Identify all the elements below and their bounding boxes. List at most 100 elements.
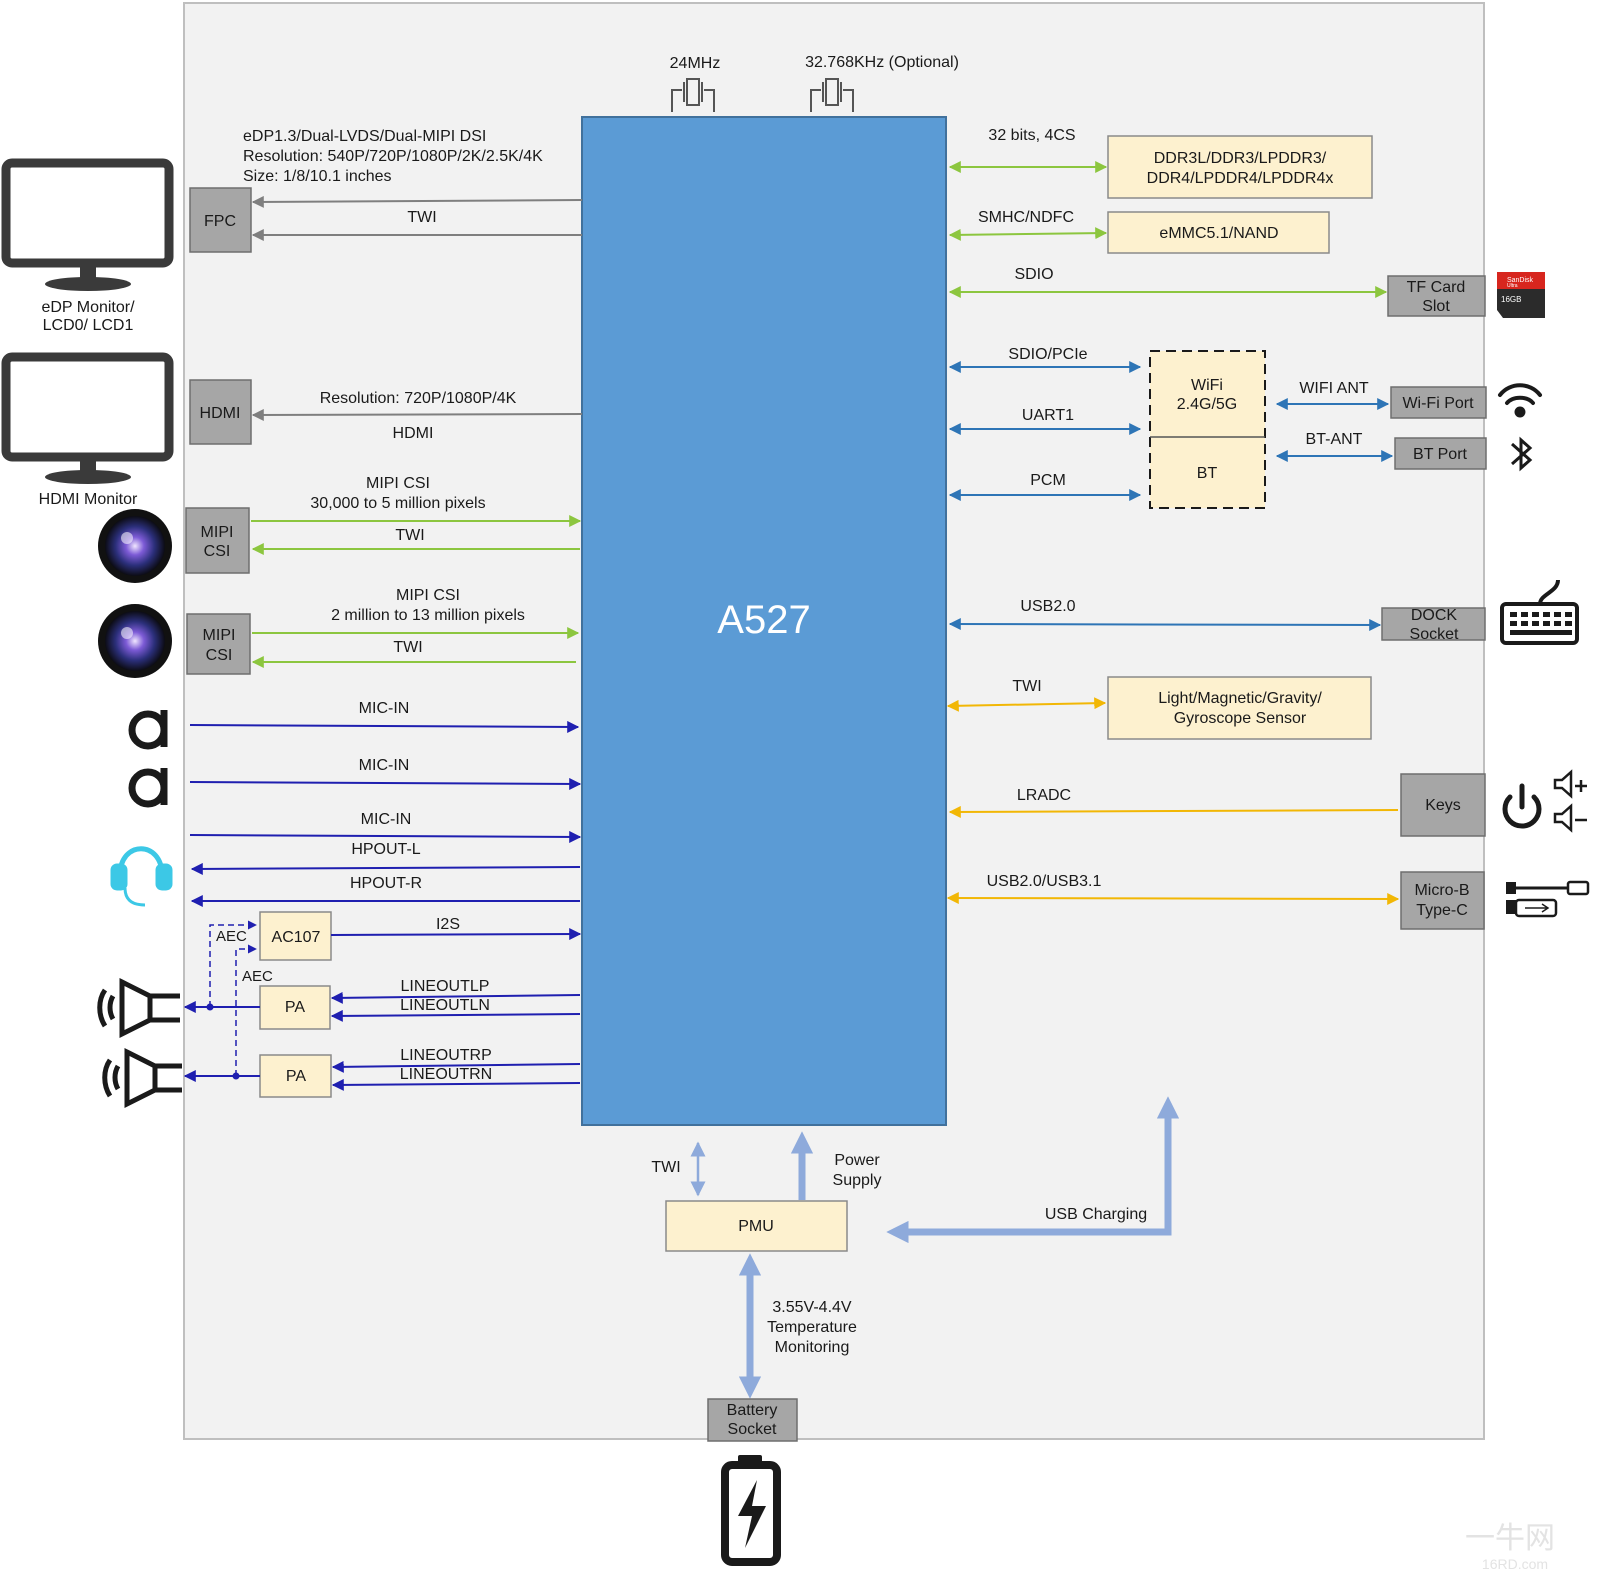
csi2-pixels: 2 million to 13 million pixels: [331, 607, 525, 624]
ddr-label-2: DDR4/LPDDR4/LPDDR4x: [1147, 170, 1334, 187]
mic-in-1-arrow: [189, 720, 580, 733]
microphone-2-icon: [128, 768, 168, 808]
mic-in-1-label: MIC-IN: [359, 700, 410, 717]
sd-card-icon: SanDisk Ultra 16GB: [1497, 272, 1545, 318]
csi2-twi-label: TWI: [393, 639, 422, 656]
soc-name: A527: [717, 598, 810, 642]
lineoutrp-label: LINEOUTRP: [400, 1047, 492, 1064]
aec-1-loop: [209, 920, 257, 1007]
ac107-box: [259, 911, 332, 961]
clock-24mhz-label: 24MHz: [670, 55, 721, 72]
emmc-bus-arrow: [948, 227, 1108, 241]
ac107-label: AC107: [272, 929, 321, 946]
lineoutrn-arrow: [331, 1078, 581, 1091]
battery-label-3: Monitoring: [775, 1339, 850, 1356]
battery-label-1: 3.55V-4.4V: [772, 1299, 852, 1316]
camera-1-icon: [98, 509, 172, 583]
hdmi-arrow: [251, 408, 583, 421]
dock-socket-box: [1381, 607, 1486, 641]
csi1-title: MIPI CSI: [366, 475, 430, 492]
csi1-twi-label: TWI: [395, 527, 424, 544]
power-supply-label-1: Power: [834, 1152, 880, 1169]
hdmi-resolution-label: Resolution: 720P/1080P/4K: [320, 390, 517, 407]
lineoutln-label: LINEOUTLN: [400, 997, 490, 1014]
bluetooth-icon: [1511, 436, 1533, 472]
bt-port-label: BT Port: [1413, 446, 1468, 463]
edp-spec-line-1: eDP1.3/Dual-LVDS/Dual-MIPI DSI: [243, 128, 486, 145]
sdio-label: SDIO: [1014, 266, 1053, 283]
edp-spec-line-3: Size: 1/8/10.1 inches: [243, 168, 392, 185]
ddr-box: [1107, 135, 1373, 199]
usb-charging-arrow: [886, 1096, 1180, 1244]
speaker-2-icon: [102, 1047, 182, 1109]
usb20-label: USB2.0: [1020, 598, 1075, 615]
usb-port-box: [1400, 871, 1485, 930]
watermark-line-2: 16RD.com: [1482, 1556, 1548, 1572]
bt-ant-label: BT-ANT: [1306, 431, 1363, 448]
emmc-label: eMMC5.1/NAND: [1159, 225, 1278, 242]
usb-port-label-1: Micro-B: [1414, 882, 1469, 899]
battery-icon: [721, 1455, 781, 1566]
sensor-twi-label: TWI: [1012, 678, 1041, 695]
hdmi-box-label: HDMI: [200, 405, 241, 422]
wifi-port-box: [1390, 386, 1487, 419]
sd-card-brand: SanDisk: [1507, 277, 1534, 284]
battery-socket-label-2: Socket: [728, 1421, 777, 1438]
hdmi-bus-label: HDMI: [393, 425, 434, 442]
aec-1-junction: [206, 1003, 214, 1011]
csi1-box-line-1: MIPI: [201, 524, 234, 541]
mic-in-3-arrow: [189, 830, 582, 843]
sdio-pcie-label: SDIO/PCIe: [1008, 346, 1087, 363]
speaker-1-icon: [97, 977, 180, 1039]
pa-1-label: PA: [285, 999, 305, 1016]
fpc-label: FPC: [204, 213, 236, 230]
clock-32khz-label: 32.768KHz (Optional): [805, 54, 959, 71]
aec-1-label: AEC: [216, 928, 247, 945]
csi2-title: MIPI CSI: [396, 587, 460, 604]
volume-down-icon: [1553, 803, 1587, 833]
wifi-ant-label: WIFI ANT: [1299, 380, 1369, 397]
power-supply-label-2: Supply: [833, 1172, 882, 1189]
sd-card-size: 16GB: [1501, 295, 1521, 304]
edp-monitor-icon: [1, 158, 174, 291]
volume-up-icon: [1553, 769, 1587, 799]
hdmi-monitor-icon: [1, 352, 174, 484]
power-button-icon: [1502, 783, 1542, 829]
dock-label-1: DOCK: [1411, 607, 1458, 624]
mic-in-2-arrow: [189, 777, 582, 790]
pa-2-label: PA: [286, 1068, 306, 1085]
aec-2-loop: [235, 944, 257, 1076]
tf-slot-box: [1387, 275, 1486, 317]
hdmi-monitor-label: HDMI Monitor: [39, 491, 138, 508]
tf-slot-label-1: TF Card: [1407, 279, 1466, 296]
hpout-r-label: HPOUT-R: [350, 875, 422, 892]
pa-2-box: [259, 1054, 332, 1098]
lineoutln-arrow: [330, 1009, 581, 1022]
edp-monitor-label-1: eDP Monitor/: [41, 299, 135, 316]
headset-icon: [110, 846, 173, 907]
sd-card-sub: Ultra: [1507, 283, 1518, 289]
lineoutrp-arrow: [331, 1060, 581, 1073]
usb-charging-label: USB Charging: [1045, 1206, 1147, 1223]
csi2-box-line-1: MIPI: [203, 627, 236, 644]
uart1-label: UART1: [1022, 407, 1074, 424]
sensor-label-1: Light/Magnetic/Gravity/: [1158, 690, 1322, 707]
watermark: 一牛网 16RD.com: [1465, 1522, 1555, 1572]
lineoutlp-arrow: [330, 991, 581, 1004]
crystal-24mhz-icon: [671, 78, 715, 112]
csi1-box: [185, 507, 250, 574]
soc-block: [581, 116, 947, 1126]
wifi-bt-module-box: [1149, 350, 1266, 509]
battery-socket-label-1: Battery: [727, 1402, 778, 1419]
pa-1-box: [259, 985, 331, 1030]
hpout-l-arrow: [190, 862, 581, 875]
dock-label-2: Socket: [1410, 626, 1459, 643]
i2s-label: I2S: [436, 916, 460, 933]
i2s-arrow: [330, 928, 582, 941]
microphone-1-icon: [128, 710, 168, 750]
csi2-box-line-2: CSI: [206, 647, 233, 664]
mic-in-3-label: MIC-IN: [361, 811, 412, 828]
bt-label: BT: [1197, 465, 1218, 482]
fpc-twi-label: TWI: [407, 209, 436, 226]
